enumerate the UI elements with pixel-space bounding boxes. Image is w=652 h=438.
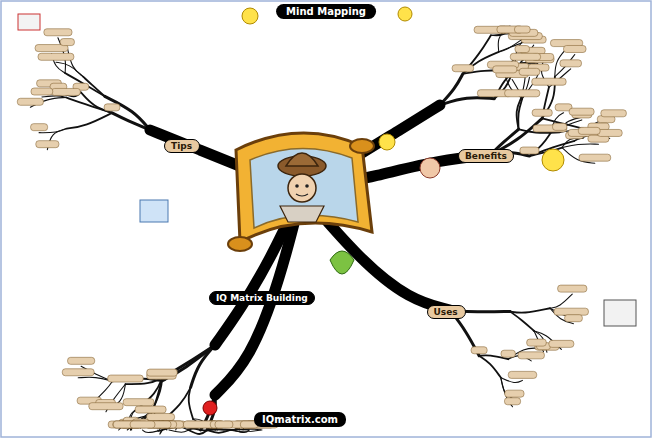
- sub-branch: [517, 98, 522, 130]
- word-chip: [558, 285, 587, 292]
- sub-branch: [42, 96, 66, 98]
- word-chip: [565, 315, 583, 322]
- sub-branch: [189, 387, 193, 419]
- word-chip: [560, 60, 582, 67]
- word-chip: [505, 90, 540, 97]
- sub-branch: [67, 48, 83, 77]
- sub-branch: [67, 113, 112, 129]
- word-chip: [31, 124, 48, 131]
- sub-branch: [440, 74, 463, 105]
- word-chip: [564, 45, 586, 52]
- sub-branch: [562, 144, 598, 148]
- word-chip: [44, 29, 72, 36]
- word-chip: [508, 371, 536, 378]
- branch-text: Uses: [434, 307, 459, 317]
- word-chip: [215, 421, 233, 428]
- branch-label: Tips: [164, 139, 200, 153]
- word-chip: [62, 369, 94, 376]
- sub-branch: [230, 430, 261, 432]
- sub-branch: [230, 429, 262, 431]
- word-chip: [514, 26, 530, 33]
- word-chip: [505, 398, 521, 405]
- word-chip: [147, 369, 178, 376]
- word-chip: [601, 110, 626, 117]
- sub-branch: [440, 98, 494, 105]
- word-chip: [104, 104, 120, 111]
- icons: [18, 7, 636, 415]
- word-chip: [578, 127, 600, 134]
- word-chip: [147, 414, 175, 421]
- word-chip: [52, 88, 81, 95]
- word-chip: [501, 350, 515, 357]
- word-chip: [520, 147, 539, 154]
- sub-branch: [510, 311, 534, 331]
- sub-branch: [562, 138, 583, 147]
- word-chip: [38, 53, 74, 60]
- word-chip: [68, 357, 95, 364]
- sub-branch: [105, 96, 150, 130]
- word-chip: [597, 129, 622, 136]
- word-chip: [452, 65, 473, 72]
- center-scroll: [228, 133, 374, 251]
- sub-branch: [189, 430, 207, 434]
- word-chip: [554, 308, 588, 315]
- word-chip: [123, 399, 154, 406]
- word-chip: [518, 352, 544, 359]
- word-chip: [36, 141, 59, 148]
- word-chip: [505, 390, 524, 397]
- word-chip: [515, 46, 529, 53]
- sub-branch: [207, 429, 223, 431]
- branch-label: IQ Matrix Building: [209, 291, 315, 305]
- sub-branch: [143, 430, 163, 432]
- word-chip: [569, 108, 594, 115]
- sub-branch: [550, 294, 572, 308]
- word-chip: [532, 78, 566, 85]
- word-chip: [553, 123, 567, 130]
- branches: [17, 26, 626, 434]
- word-chip: [493, 66, 517, 73]
- branch-label: Benefits: [458, 149, 514, 163]
- branch-label: Uses: [427, 305, 466, 319]
- word-chip: [31, 88, 53, 95]
- word-chip: [130, 421, 155, 428]
- word-chip: [89, 403, 123, 410]
- word-chip: [108, 375, 144, 382]
- title-banner: Mind Mapping: [276, 4, 376, 19]
- site-banner: IQmatrix.com: [254, 412, 346, 427]
- sub-branch: [201, 429, 208, 431]
- title-text: Mind Mapping: [286, 6, 366, 17]
- sub-branch: [510, 308, 550, 312]
- site-text: IQmatrix.com: [262, 414, 338, 425]
- word-chip: [135, 406, 166, 413]
- branch-text: IQ Matrix Building: [216, 293, 308, 303]
- word-chip: [60, 39, 74, 46]
- word-chip: [519, 68, 540, 75]
- sub-branch: [56, 62, 83, 76]
- sub-branch: [230, 429, 249, 431]
- word-chip: [510, 53, 540, 60]
- word-chip: [579, 154, 611, 161]
- word-chip: [527, 339, 547, 346]
- word-chip: [471, 347, 487, 354]
- word-chip: [532, 109, 552, 116]
- word-chip: [549, 340, 574, 347]
- sub-branch: [479, 356, 501, 378]
- word-chip: [17, 98, 43, 105]
- sub-branch: [207, 430, 230, 433]
- branch-text: Benefits: [465, 151, 507, 161]
- branch-text: Tips: [171, 141, 193, 151]
- sub-branch: [169, 430, 189, 432]
